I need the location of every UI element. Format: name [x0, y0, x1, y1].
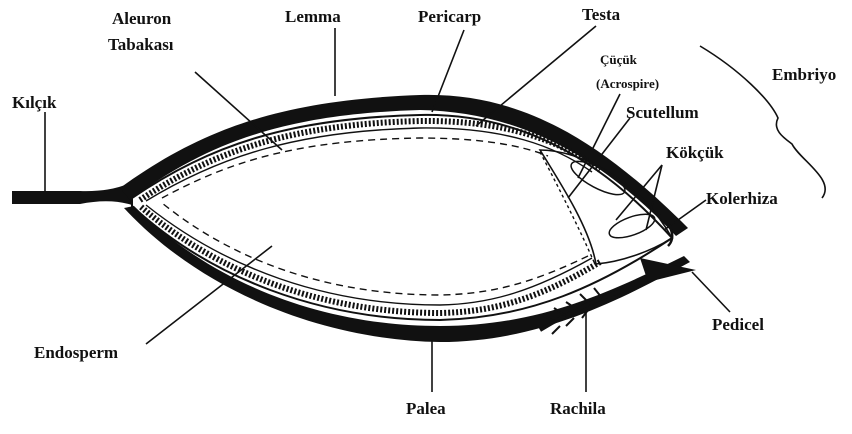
- awn-shape: [12, 183, 132, 205]
- testa-leader: [476, 26, 596, 126]
- label-endosperm: Endosperm: [34, 343, 118, 362]
- label-palea: Palea: [406, 399, 446, 418]
- label-cucuk: Çüçük: [600, 52, 638, 67]
- label-embriyo: Embriyo: [772, 65, 836, 84]
- label-rachila: Rachila: [550, 399, 606, 418]
- label-aleuron-line2: Tabakası: [108, 35, 174, 54]
- label-aleuron-line1: Aleuron: [112, 9, 172, 28]
- palea-hull: [124, 206, 690, 342]
- label-pedicel: Pedicel: [712, 315, 764, 334]
- label-kolerhiza: Kolerhiza: [706, 189, 778, 208]
- label-testa: Testa: [582, 5, 621, 24]
- label-kilcik: Kılçık: [12, 93, 57, 112]
- pedicel-leader: [692, 272, 730, 312]
- label-pericarp: Pericarp: [418, 7, 481, 26]
- label-kokcuk: Kökçük: [666, 143, 724, 162]
- label-lemma: Lemma: [285, 7, 341, 26]
- label-scutellum: Scutellum: [626, 103, 699, 122]
- label-acrospire: (Acrospire): [596, 76, 659, 91]
